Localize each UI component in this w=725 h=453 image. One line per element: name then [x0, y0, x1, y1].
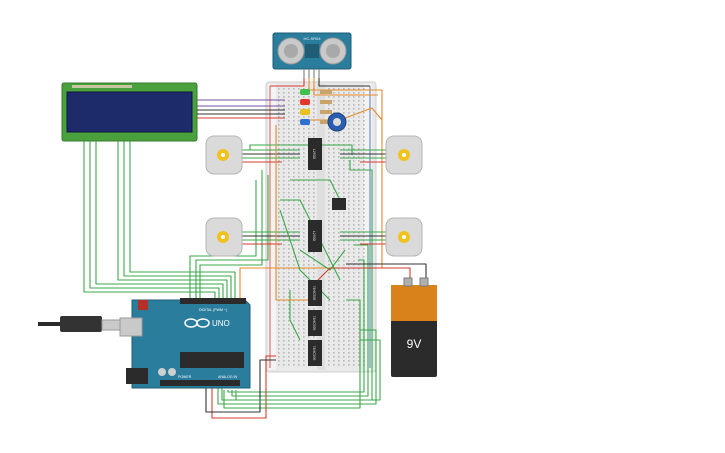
- sensor-label: HC-SR04: [303, 36, 321, 41]
- ic-chips: L293D L293D 74HC595 74HC595 74HC595: [308, 138, 346, 366]
- led-green: [300, 89, 332, 95]
- dc-motor-top-left: [205, 135, 243, 175]
- led-red: [300, 99, 332, 105]
- svg-text:74HC595: 74HC595: [312, 346, 316, 361]
- atmega-chip: [180, 352, 244, 368]
- battery-terminal-negative: [419, 277, 429, 287]
- usb-port: [119, 317, 143, 337]
- svg-text:74HC595: 74HC595: [312, 316, 316, 331]
- arduino-uno[interactable]: UNO DIGITAL (PWM ~) POWER ANALOG IN: [119, 298, 251, 389]
- svg-text:L293D: L293D: [312, 231, 316, 242]
- dc-motor-bottom-left: [205, 217, 243, 257]
- wire-lcd-arduino: [83, 141, 236, 300]
- dc-motor-bottom-right: [385, 217, 423, 257]
- reset-button: [138, 300, 148, 310]
- leds: [300, 89, 332, 125]
- ic-shift-register-1: 74HC595: [308, 280, 322, 306]
- wire-lcd-bus: [197, 99, 285, 107]
- dc-motor-top-right: [385, 135, 423, 175]
- power-jack: [126, 368, 148, 384]
- breadboard-holes: [278, 88, 365, 366]
- svg-text:74HC595: 74HC595: [312, 286, 316, 301]
- resistor: [320, 100, 332, 104]
- ic-shift-register-3: 74HC595: [308, 340, 322, 366]
- lcd-pins: [72, 85, 132, 88]
- led-yellow: [300, 109, 332, 115]
- arduino-brand-label: UNO: [212, 319, 230, 328]
- resistor: [320, 90, 332, 94]
- ic-motor-driver-1: L293D: [308, 138, 322, 170]
- ic-shift-register-2: 74HC595: [308, 310, 322, 336]
- ultrasonic-sensor[interactable]: HC-SR04: [272, 32, 352, 78]
- battery-label: 9V: [407, 337, 422, 351]
- dc-motors[interactable]: [205, 135, 423, 257]
- wires: [83, 78, 427, 419]
- led-blue: [300, 119, 332, 125]
- resistor: [320, 120, 332, 124]
- potentiometer[interactable]: [327, 112, 347, 132]
- svg-text:L293D: L293D: [312, 149, 316, 160]
- sensor-module-small: [332, 198, 346, 210]
- battery-9v[interactable]: 9V: [391, 277, 437, 377]
- resistor: [320, 110, 332, 114]
- arduino-power-label: POWER: [178, 375, 192, 379]
- arduino-analog-label: ANALOG IN: [218, 375, 238, 379]
- arduino-digital-label: DIGITAL (PWM ~): [199, 308, 227, 312]
- usb-cable: [38, 316, 121, 332]
- lcd-display[interactable]: [61, 82, 198, 142]
- ic-motor-driver-2: L293D: [308, 220, 322, 252]
- battery-terminal-positive: [403, 277, 413, 287]
